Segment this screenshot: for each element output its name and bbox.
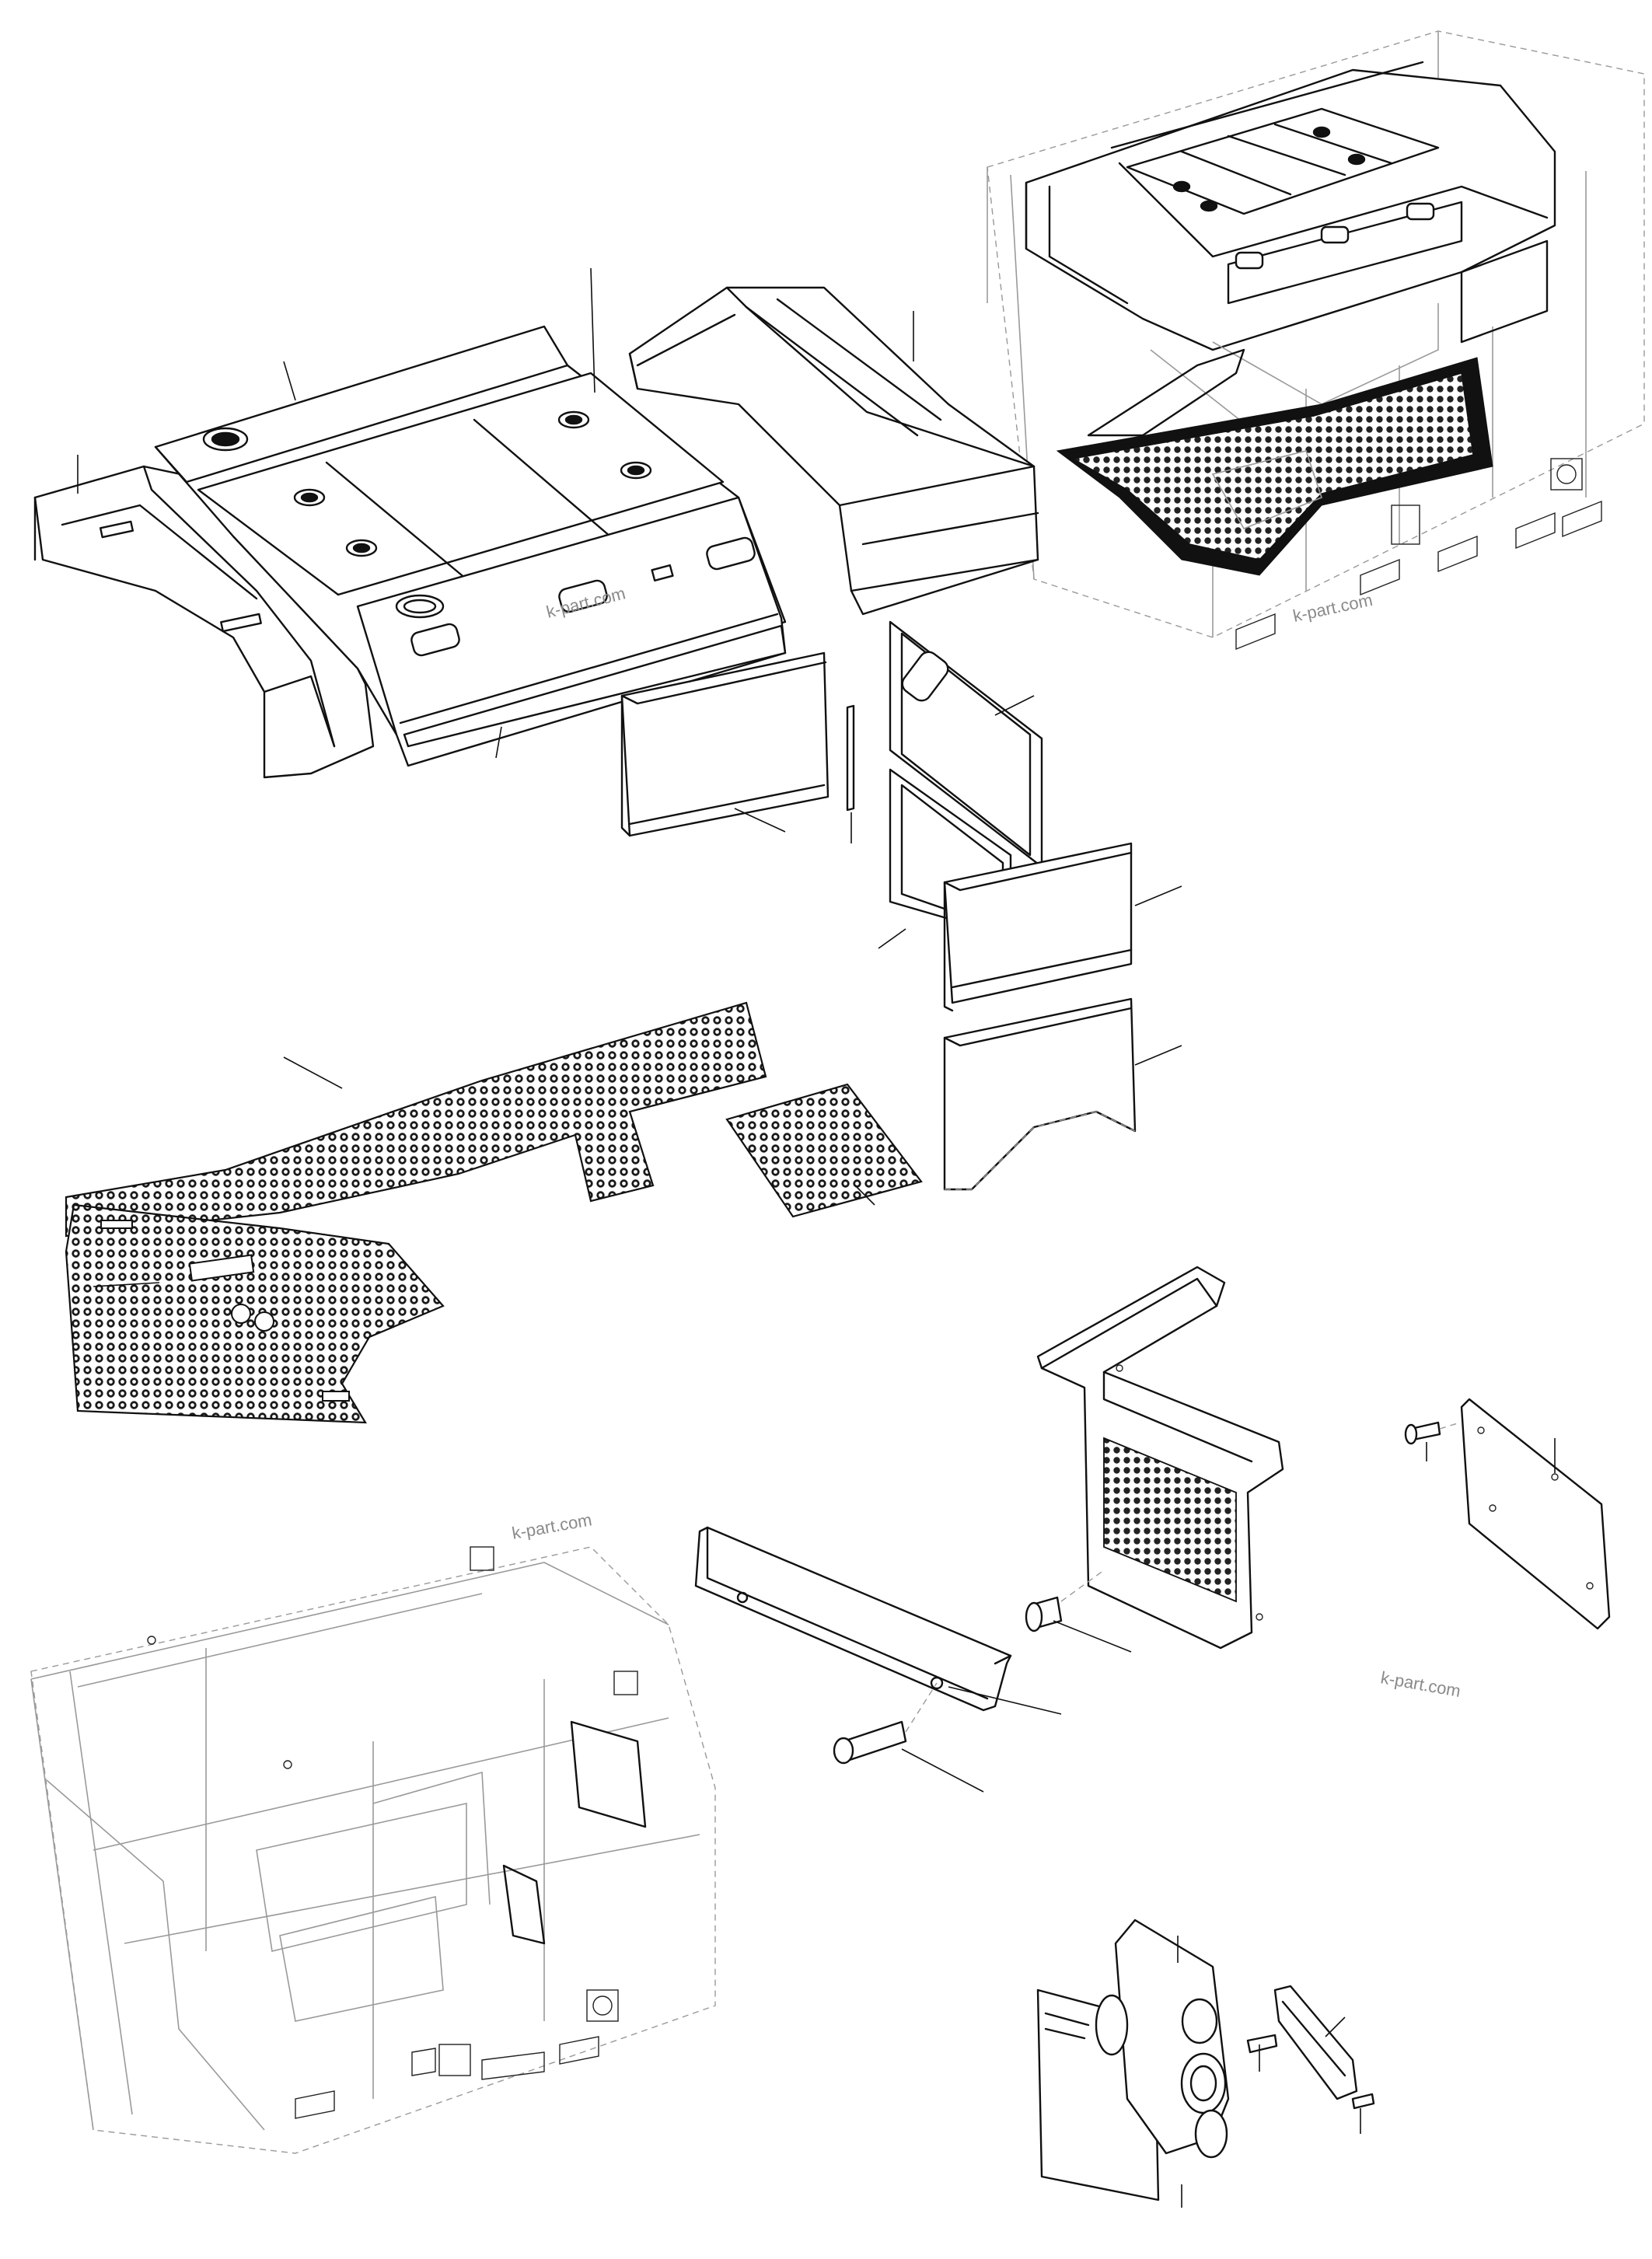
- watermark-1: k-part.com: [1291, 590, 1374, 626]
- mounting-bracket: [694, 1526, 1012, 1712]
- access-cover-plate: k-part.com: [1379, 1398, 1611, 1701]
- assembled-cab-view-top: k-part.com: [987, 30, 1645, 651]
- watermark-3: k-part.com: [1379, 1667, 1462, 1701]
- floor-mat-right: [725, 1083, 923, 1218]
- trim-panel-front: [620, 651, 855, 837]
- bolt-bracket: [833, 1682, 938, 1765]
- assembled-cab-view-bottom: k-part.com: [30, 1510, 716, 2154]
- side-panel-lower: [943, 997, 1137, 1191]
- roof-panel-center: [154, 325, 787, 767]
- roof-panel-right: [628, 286, 1039, 616]
- perforated-cover-plate: [1036, 1266, 1284, 1650]
- callout-leaders: [77, 267, 1556, 2208]
- side-panel-upper: [943, 842, 1133, 1012]
- bolt-plate: [1025, 1569, 1105, 1632]
- interior-trim-assembly: [1036, 1919, 1375, 2201]
- floor-mat-lower: [65, 1203, 445, 1424]
- floor-mat-main: [65, 1001, 767, 1238]
- watermark-2: k-part.com: [511, 1510, 594, 1543]
